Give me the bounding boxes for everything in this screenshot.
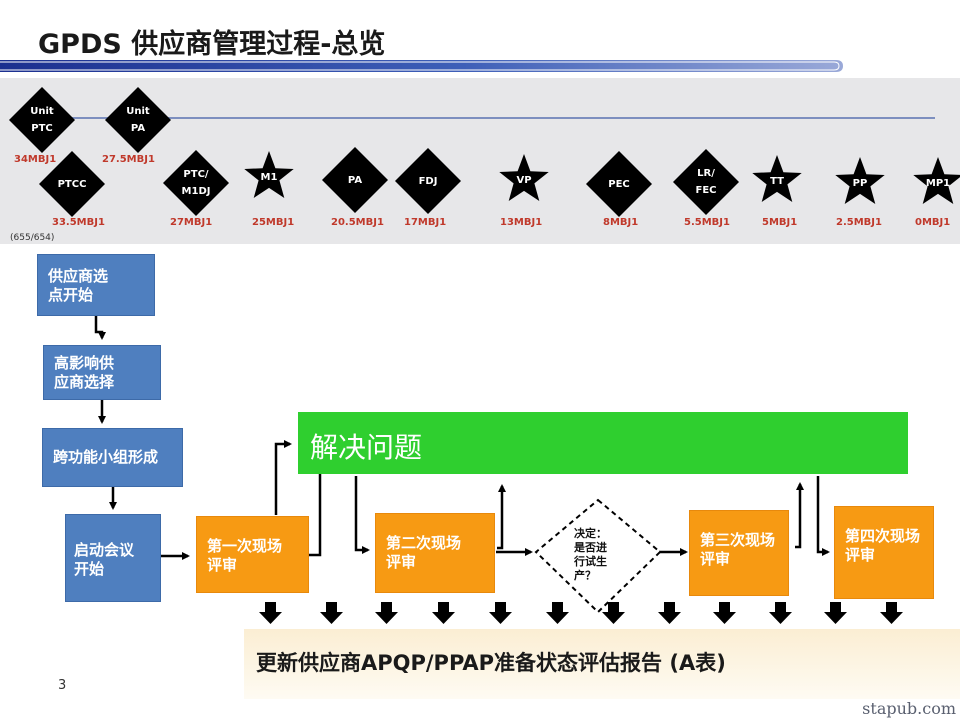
timeline-scale-note: (655/654) bbox=[10, 233, 55, 243]
milestone-label: PTCC bbox=[57, 178, 87, 190]
milestone-mbj-lr-fec: 5.5MBJ1 bbox=[684, 217, 730, 228]
milestone-label: PA bbox=[347, 174, 363, 186]
star-marker-icon bbox=[835, 157, 885, 204]
diamond-marker-icon bbox=[395, 148, 461, 214]
star-marker-icon bbox=[499, 154, 549, 201]
milestone-pp: PP bbox=[834, 157, 886, 209]
milestone-unit-pa: Unit PA bbox=[105, 87, 171, 153]
site-review-1-box: 第一次现场 评审 bbox=[196, 516, 309, 593]
milestone-mbj-unit-pa: 27.5MBJ1 bbox=[102, 154, 155, 165]
site-review-4-box: 第四次现场 评审 bbox=[834, 506, 934, 599]
milestone-mbj-ptcc: 33.5MBJ1 bbox=[52, 217, 105, 228]
star-marker-icon bbox=[752, 155, 802, 202]
diamond-marker-icon bbox=[105, 87, 171, 153]
diamond-marker-icon bbox=[673, 149, 739, 215]
milestone-ptcc: PTCC bbox=[39, 151, 105, 217]
site-review-3-box: 第三次现场 评审 bbox=[689, 510, 789, 596]
milestone-mbj-unit-ptc: 34MBJ1 bbox=[14, 154, 57, 165]
milestone-label: Unit PA bbox=[126, 106, 150, 134]
milestone-mbj-vp: 13MBJ1 bbox=[500, 217, 543, 228]
star-marker-icon bbox=[913, 157, 960, 204]
supplier-selection-start-box: 供应商选 点开始 bbox=[37, 254, 155, 316]
milestone-label: TT bbox=[770, 175, 784, 187]
milestone-mp1: MP1 bbox=[912, 157, 960, 209]
milestone-label: VP bbox=[516, 174, 532, 186]
milestone-unit-ptc: Unit PTC bbox=[9, 87, 75, 153]
milestone-label: Unit PTC bbox=[30, 106, 54, 134]
milestone-mbj-pa: 20.5MBJ1 bbox=[331, 217, 384, 228]
milestone-timeline-band bbox=[0, 78, 960, 244]
site-review-2-box: 第二次现场 评审 bbox=[375, 513, 495, 593]
trial-production-decision-label: 决定： 是否进 行试生 产？ bbox=[574, 527, 607, 582]
cross-functional-team-box: 跨功能小组形成 bbox=[42, 428, 183, 487]
milestone-ptc-m1dj: PTC/ M1DJ bbox=[163, 150, 229, 216]
milestone-mbj-tt: 5MBJ1 bbox=[762, 217, 798, 228]
high-impact-supplier-selection-box: 高影响供 应商选择 bbox=[43, 345, 161, 400]
kickoff-meeting-box: 启动会议 开始 bbox=[65, 514, 161, 602]
milestone-vp: VP bbox=[498, 154, 550, 206]
diamond-marker-icon bbox=[39, 151, 105, 217]
milestone-m1: M1 bbox=[243, 151, 295, 203]
milestone-fdj: FDJ bbox=[395, 148, 461, 214]
page-number: 3 bbox=[58, 678, 67, 693]
milestone-pec: PEC bbox=[586, 151, 652, 217]
milestone-label: PP bbox=[852, 177, 868, 189]
milestone-pa: PA bbox=[322, 147, 388, 213]
milestone-mbj-fdj: 17MBJ1 bbox=[404, 217, 447, 228]
solve-problems-box: 解决问题 bbox=[298, 412, 908, 474]
milestone-mbj-pec: 8MBJ1 bbox=[603, 217, 639, 228]
milestone-mbj-pp: 2.5MBJ1 bbox=[836, 217, 882, 228]
diamond-marker-icon bbox=[163, 150, 229, 216]
star-marker-icon bbox=[244, 151, 294, 198]
milestone-label: FDJ bbox=[418, 175, 438, 187]
report-update-arrows bbox=[259, 602, 903, 624]
slide-title: GPDS 供应商管理过程-总览 bbox=[38, 29, 386, 60]
milestone-label: M1 bbox=[260, 171, 278, 183]
title-underline-bar bbox=[0, 60, 843, 72]
watermark: stapub.com bbox=[862, 699, 956, 718]
apqp-ppap-status-report-bar: 更新供应商APQP/PPAP准备状态评估报告 (A表) bbox=[244, 629, 960, 699]
milestone-label: LR/ FEC bbox=[695, 168, 717, 196]
milestone-lr-fec: LR/ FEC bbox=[673, 149, 739, 215]
milestone-mbj-m1: 25MBJ1 bbox=[252, 217, 295, 228]
milestone-mbj-mp1: 0MBJ1 bbox=[915, 217, 951, 228]
milestone-label: MP1 bbox=[925, 177, 951, 189]
diamond-marker-icon bbox=[322, 147, 388, 213]
diamond-marker-icon bbox=[9, 87, 75, 153]
milestone-mbj-ptc-m1dj: 27MBJ1 bbox=[170, 217, 213, 228]
milestone-label: PEC bbox=[608, 178, 630, 190]
milestone-tt: TT bbox=[751, 155, 803, 207]
diamond-marker-icon bbox=[586, 151, 652, 217]
milestone-label: PTC/ M1DJ bbox=[181, 169, 211, 197]
timeline-axis-line bbox=[25, 117, 935, 119]
